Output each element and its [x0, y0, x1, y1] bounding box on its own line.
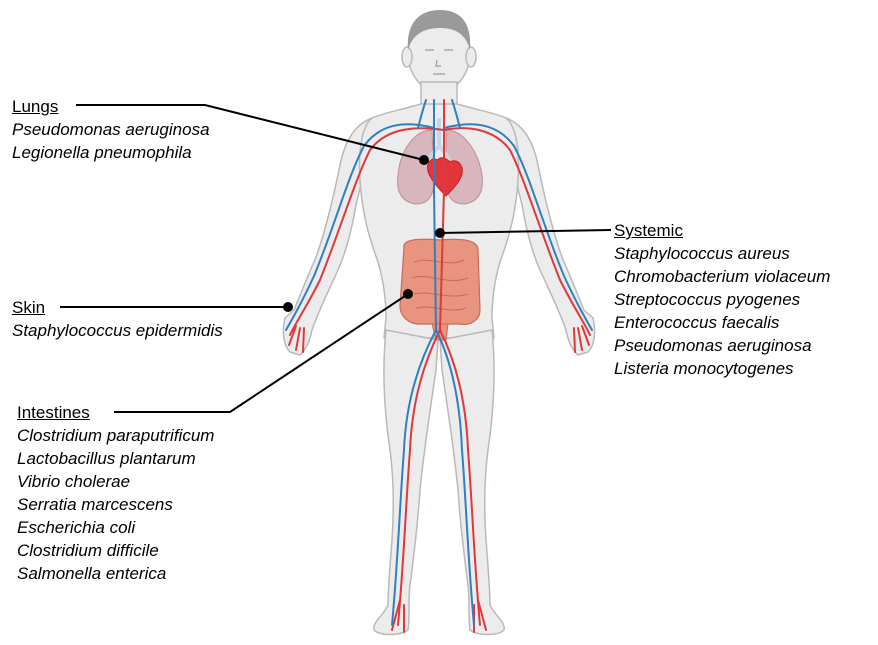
intestines-item: Clostridium paraputrificum: [17, 424, 214, 447]
systemic-item: Enterococcus faecalis: [614, 311, 830, 334]
lungs-label-group: Lungs Pseudomonas aeruginosa Legionella …: [12, 95, 210, 164]
intestines-item: Salmonella enterica: [17, 562, 214, 585]
skin-item: Staphylococcus epidermidis: [12, 319, 223, 342]
lungs-title: Lungs: [12, 95, 210, 118]
intestines-item: Escherichia coli: [17, 516, 214, 539]
intestines-label-group: Intestines Clostridium paraputrificum La…: [17, 401, 214, 585]
left-ear: [402, 47, 412, 67]
systemic-item: Pseudomonas aeruginosa: [614, 334, 830, 357]
intestines-item: Vibrio cholerae: [17, 470, 214, 493]
systemic-dot: [435, 228, 445, 238]
right-leg: [440, 330, 504, 635]
systemic-item: Staphylococcus aureus: [614, 242, 830, 265]
skin-title: Skin: [12, 296, 223, 319]
right-ear: [466, 47, 476, 67]
intestines-title: Intestines: [17, 401, 214, 424]
systemic-title: Systemic: [614, 219, 830, 242]
lungs-dot: [419, 155, 429, 165]
skin-label-group: Skin Staphylococcus epidermidis: [12, 296, 223, 342]
lungs-item: Pseudomonas aeruginosa: [12, 118, 210, 141]
left-arm: [283, 118, 372, 355]
systemic-item: Chromobacterium violaceum: [614, 265, 830, 288]
left-leg: [374, 330, 438, 635]
intestines-item: Lactobacillus plantarum: [17, 447, 214, 470]
intestines-item: Clostridium difficile: [17, 539, 214, 562]
skin-dot: [283, 302, 293, 312]
intestines-item: Serratia marcescens: [17, 493, 214, 516]
intestines-dot: [403, 289, 413, 299]
lungs-item: Legionella pneumophila: [12, 141, 210, 164]
systemic-label-group: Systemic Staphylococcus aureus Chromobac…: [614, 219, 830, 380]
systemic-item: Streptococcus pyogenes: [614, 288, 830, 311]
systemic-item: Listeria monocytogenes: [614, 357, 830, 380]
